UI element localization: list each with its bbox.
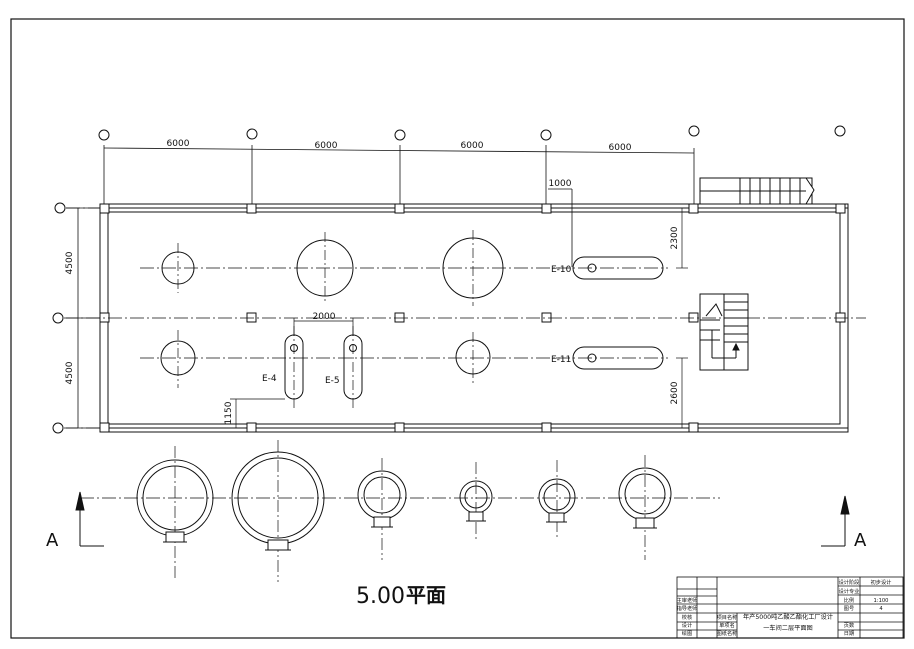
- tb-discipline-label: 设计专业: [839, 587, 860, 595]
- vessels-plan-lower: [160, 330, 491, 388]
- title-block-frame: [676, 576, 904, 639]
- dimension-axis-3-4: 6000: [461, 141, 484, 151]
- tb-scale-value: 1:100: [874, 598, 889, 604]
- dimension-stair-offset: 1000: [549, 179, 572, 189]
- dimension-small-left: 1150: [224, 401, 234, 424]
- tb-sheet-label: 图号: [844, 605, 854, 612]
- tag-e4: E-4: [262, 374, 277, 384]
- tb-mid-label-1: 项目名称: [717, 613, 738, 621]
- tb-date-label: 日期: [844, 630, 854, 637]
- section-marker-left: [75, 491, 104, 547]
- dimension-left-bottom: 4500: [65, 361, 75, 384]
- dimension-left-top: 4500: [65, 251, 75, 274]
- vertical-tanks: [284, 318, 363, 408]
- horizontal-tanks: [572, 256, 664, 370]
- plan-title-level: 5.00: [356, 584, 405, 609]
- tb-left-row-2: 指导老师: [677, 604, 698, 612]
- dimension-axis-4-5: 6000: [609, 143, 632, 153]
- tag-e10: E-10: [551, 265, 572, 275]
- dimension-right-lower: 2600: [670, 381, 680, 404]
- external-stair: [699, 177, 815, 205]
- tb-sheet-value: 4: [879, 606, 883, 612]
- axis-bubbles-left: [52, 202, 66, 434]
- tb-scale-label: 比例: [844, 596, 854, 604]
- tag-e5: E-5: [325, 376, 340, 386]
- tb-stage-value: 初步设计: [871, 578, 892, 586]
- sheet-border: [10, 18, 905, 639]
- tb-stage-label: 设计阶段: [839, 578, 860, 586]
- vessels-plan-upper: [161, 230, 504, 306]
- structural-columns: [99, 203, 846, 433]
- dimension-right-upper: 2300: [670, 226, 680, 249]
- tb-pages-label: 页数: [844, 621, 855, 629]
- axis-bubbles-top: [98, 125, 846, 141]
- tb-project-name: 年产5000吨乙酸乙酯化工厂设计: [743, 613, 833, 621]
- section-label-left: A: [46, 530, 59, 551]
- plan-title-name: 平面: [406, 583, 446, 607]
- tb-left-row-4: 设计: [682, 621, 692, 629]
- dimension-axis-1-2: 6000: [167, 139, 190, 149]
- tb-left-row-5: 绘图: [682, 629, 692, 637]
- tag-e11: E-11: [551, 355, 571, 365]
- tb-left-row-1: 主审老师: [677, 596, 698, 604]
- right-dimension-lines: [676, 208, 688, 428]
- section-marker-right: [821, 495, 850, 547]
- tb-mid-label-3: 图纸名称: [717, 629, 738, 637]
- section-label-right: A: [854, 530, 867, 551]
- tb-mid-label-2: 单项名: [719, 621, 735, 629]
- tb-drawing-name: 一车间二层平面图: [763, 624, 813, 632]
- tb-left-row-3: 校核: [682, 613, 692, 621]
- elevation-vessels: [80, 440, 720, 582]
- top-dimension-chain: [103, 145, 695, 267]
- small-dimension-left: [230, 398, 285, 428]
- dimension-axis-2-3: 6000: [315, 141, 338, 151]
- dimension-pitch-middle: 2000: [313, 312, 336, 322]
- internal-stair: [699, 293, 749, 371]
